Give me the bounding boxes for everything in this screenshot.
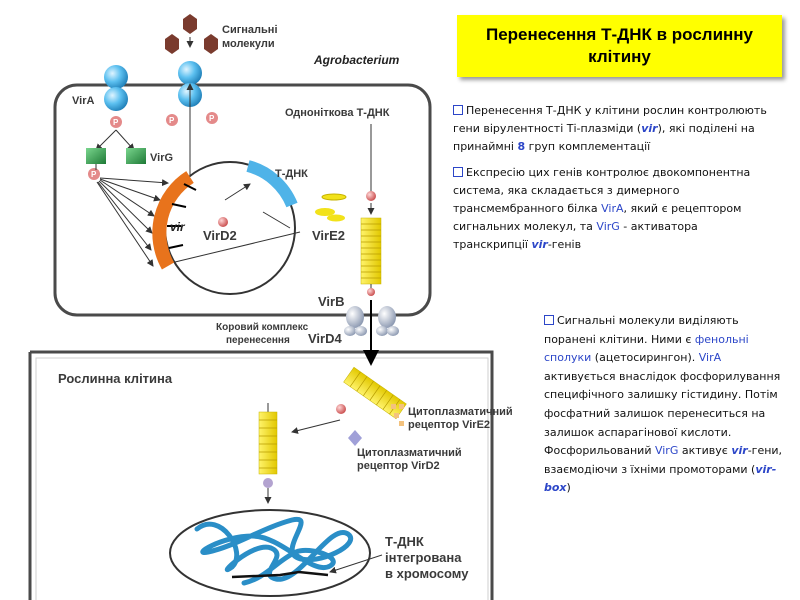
plant-cell-label: Рослинна клітина bbox=[58, 371, 173, 386]
svg-text:P: P bbox=[113, 118, 119, 127]
tdna-complex-plant-lower bbox=[258, 403, 278, 504]
tdna-integrated-label-2: інтегрована bbox=[385, 550, 462, 565]
page-title: Перенесення Т-ДНК в рослинну клітину bbox=[485, 25, 754, 66]
tdna-complex-plant-upper bbox=[343, 366, 407, 420]
checkbox-bullet-icon bbox=[453, 167, 463, 177]
checkbox-bullet-icon bbox=[544, 315, 554, 325]
vird4-label: VirD4 bbox=[308, 331, 342, 346]
virb-channel-icon bbox=[344, 306, 399, 336]
phosphate-icon bbox=[88, 168, 100, 180]
vira-receptor-icon bbox=[178, 61, 202, 85]
cyto-vird2-label-2: рецептор VirD2 bbox=[357, 460, 440, 472]
chromosome-icon bbox=[194, 516, 354, 586]
single-strand-tdna-label: Одноніткова Т-ДНК bbox=[285, 107, 390, 119]
phosphate-icon bbox=[166, 114, 178, 126]
bacterial-cell-membrane bbox=[53, 83, 432, 317]
phosphate-group: P P P P bbox=[88, 112, 218, 180]
plant-cell-wall bbox=[28, 350, 494, 600]
agrobacterium-label: Agrobacterium bbox=[313, 53, 400, 67]
vire2-receptors bbox=[391, 404, 404, 426]
integrated-tdna bbox=[231, 570, 329, 579]
text-block-2: Сигнальні молекули виділяють поранені кл… bbox=[544, 314, 783, 495]
virg-label: VirG bbox=[150, 152, 173, 164]
ti-plasmid bbox=[152, 160, 298, 295]
tdna-integrated-label-3: в хромосому bbox=[385, 566, 469, 581]
cyto-vire2-label-1: Цитоплазматичний bbox=[408, 406, 513, 418]
vira-label: VirA bbox=[72, 95, 94, 107]
cyto-vire2-label-2: рецептор VirE2 bbox=[408, 419, 490, 431]
tdna-label: Т-ДНК bbox=[275, 168, 308, 180]
tdna-complex bbox=[360, 217, 382, 296]
tdna-integrated-label-1: Т-ДНК bbox=[385, 534, 424, 549]
vir-label: vir bbox=[170, 220, 186, 234]
vird2-label: VirD2 bbox=[203, 228, 237, 243]
phosphate-icon bbox=[110, 116, 122, 128]
svg-text:P: P bbox=[209, 114, 215, 123]
core-complex-label-2: перенесення bbox=[226, 335, 290, 346]
signal-molecules bbox=[165, 14, 218, 54]
tdna-region bbox=[246, 160, 298, 208]
title-box: Перенесення Т-ДНК в рослинну клітину bbox=[457, 15, 782, 77]
svg-text:P: P bbox=[169, 116, 175, 125]
vire2-label: VirE2 bbox=[312, 228, 345, 243]
virg-protein-icon bbox=[86, 148, 106, 164]
virg-protein-icon bbox=[126, 148, 146, 164]
svg-text:P: P bbox=[91, 170, 97, 179]
core-complex-label-1: Коровий комплекс bbox=[216, 322, 309, 333]
signal-molecule-icon bbox=[204, 34, 218, 54]
checkbox-bullet-icon bbox=[453, 105, 463, 115]
signal-molecule-icon bbox=[183, 14, 197, 34]
cyto-vird2-label-1: Цитоплазматичний bbox=[357, 447, 462, 459]
vira-receptor-left bbox=[104, 65, 128, 111]
phosphate-icon bbox=[206, 112, 218, 124]
vir-activation-arrows bbox=[96, 177, 169, 267]
signal-molecules-label-2: молекули bbox=[222, 38, 275, 50]
text-block-1-para-2: Експресію цих генів контролює двокомпоне… bbox=[453, 166, 751, 251]
vira-receptor-icon bbox=[104, 65, 128, 89]
text-block-1-para-1: Перенесення Т-ДНК у клітини рослин контр… bbox=[453, 104, 767, 153]
signal-molecules-label-1: Сигнальні bbox=[222, 24, 278, 36]
text-block-1: Перенесення Т-ДНК у клітини рослин контр… bbox=[453, 102, 773, 254]
vira-receptor-right bbox=[178, 61, 202, 175]
virb-label: VirB bbox=[318, 294, 345, 309]
vird2-receptor-icon bbox=[348, 430, 362, 446]
vir-region bbox=[152, 171, 194, 270]
vire2-proteins bbox=[315, 193, 347, 222]
signal-molecule-icon bbox=[165, 34, 179, 54]
